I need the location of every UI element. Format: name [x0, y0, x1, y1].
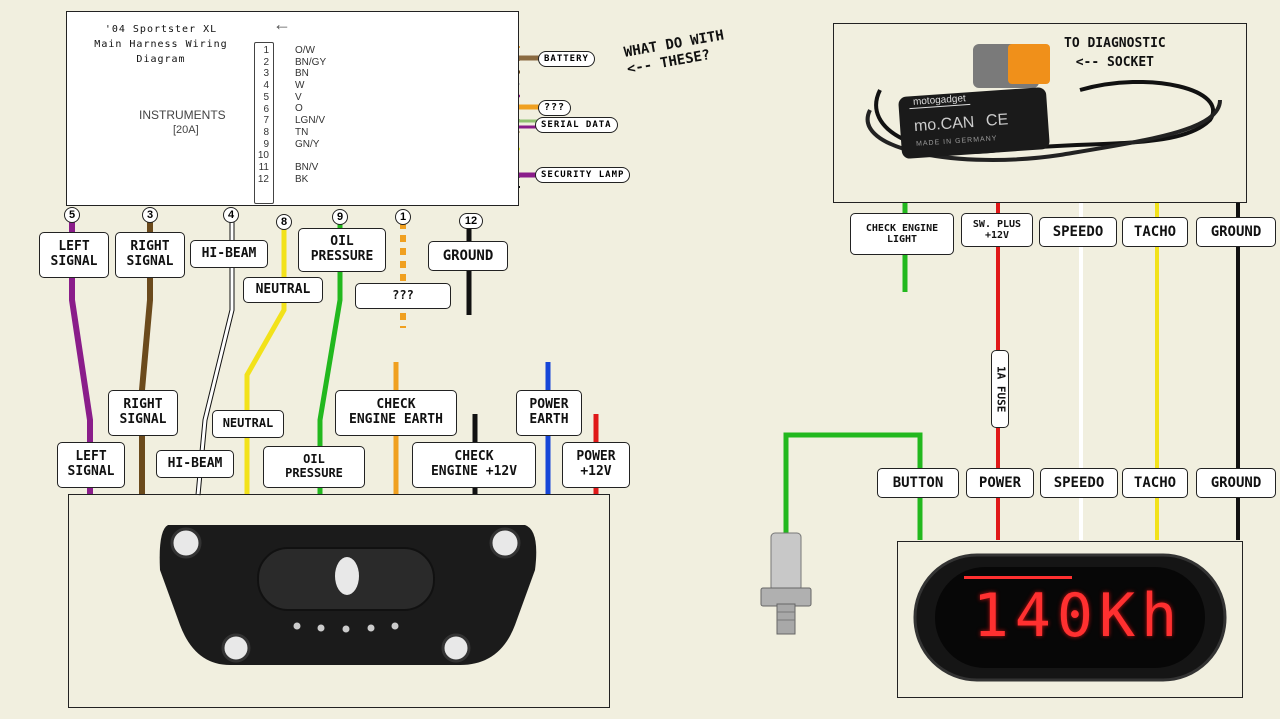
- pin-number: 1: [263, 45, 269, 56]
- mocan-model: mo.CAN: [913, 113, 975, 136]
- speedo-display-frame: 140Kh: [897, 541, 1243, 698]
- push-button-switch: [760, 532, 812, 635]
- harness-title-line1: '04 Sportster XL: [104, 24, 218, 35]
- power-display-label: POWER: [966, 468, 1034, 498]
- hi-beam-mount-label: HI-BEAM: [156, 450, 234, 478]
- wire-code: W: [295, 80, 305, 92]
- pin-number: 11: [258, 162, 269, 174]
- speedo-display-body: [913, 553, 1227, 682]
- speedo-display-label: SPEEDO: [1040, 468, 1118, 498]
- right-signal-harness-label: RIGHT SIGNAL: [115, 232, 185, 278]
- wire-code: BN/GY: [295, 56, 327, 68]
- harness-title: '04 Sportster XL Main Harness Wiring Dia…: [67, 22, 255, 67]
- wire-code: BK: [295, 173, 309, 185]
- left-signal-harness-label: LEFT SIGNAL: [39, 232, 109, 278]
- tacho-display-label: TACHO: [1122, 468, 1188, 498]
- ground-harness-label: GROUND: [428, 241, 508, 271]
- pin-number: 8: [263, 126, 269, 138]
- oil-pressure-mount-label: OIL PRESSURE: [263, 446, 365, 488]
- neutral-mount-label: NEUTRAL: [212, 410, 284, 438]
- pin-number-1: 1: [395, 209, 411, 225]
- check-engine-earth-label: CHECK ENGINE EARTH: [335, 390, 457, 436]
- serial-data-label: SERIAL DATA: [535, 117, 618, 133]
- wire-code: BN/V: [295, 161, 319, 173]
- left-signal-mount-label: LEFT SIGNAL: [57, 442, 125, 488]
- wire-code: BN: [295, 68, 309, 80]
- pin-number-4: 4: [223, 207, 239, 223]
- pin-number-12: 12: [459, 213, 483, 229]
- mocan-module: [865, 44, 1222, 162]
- pin-number-5: 5: [64, 207, 80, 223]
- fuse-label: 1A FUSE: [991, 350, 1009, 428]
- button-label: BUTTON: [877, 468, 959, 498]
- connector-block: [254, 42, 274, 204]
- unknown-output-label: ???: [538, 100, 572, 116]
- gauge-mount: [159, 525, 537, 665]
- pin-number: 2: [263, 56, 269, 68]
- hi-beam-harness-label: HI-BEAM: [190, 240, 268, 268]
- pin-number: 5: [263, 91, 269, 103]
- pin-number: 7: [263, 115, 269, 127]
- back-arrow-icon: ←: [273, 14, 291, 34]
- gauge-mount-frame: [68, 494, 610, 708]
- diagnostic-note: TO DIAGNOSTIC <-- SOCKET: [1064, 36, 1166, 70]
- wire-code: LGN/V: [295, 115, 326, 127]
- power-earth-label: POWER EARTH: [516, 390, 582, 436]
- wire-code: TN: [295, 126, 309, 138]
- wire-code: O: [295, 103, 303, 115]
- power-12v-label: POWER +12V: [562, 442, 630, 488]
- tacho-mocan-label: TACHO: [1122, 217, 1188, 247]
- battery-label: BATTERY: [538, 51, 595, 67]
- made-in-label: MADE IN GERMANY: [915, 135, 998, 148]
- pin-number-8: 8: [276, 214, 292, 230]
- check-engine-light-label: CHECK ENGINE LIGHT: [850, 213, 954, 255]
- pin-number: 6: [263, 103, 269, 115]
- ground-display-label: GROUND: [1196, 468, 1276, 498]
- wire-code: GN/Y: [295, 138, 320, 150]
- unknown-harness-label: ???: [355, 283, 451, 309]
- switched-plus-label: SW. PLUS +12V: [961, 213, 1033, 247]
- mocan-brand: motogadget: [908, 92, 971, 110]
- right-signal-mount-label: RIGHT SIGNAL: [108, 390, 178, 436]
- instruments-amp: [20A]: [173, 124, 199, 136]
- pin-number: 3: [263, 68, 269, 80]
- pin-number: 10: [257, 150, 269, 162]
- display-bar-indicator: [964, 576, 1072, 579]
- harness-title-line3: Diagram: [136, 54, 186, 65]
- oil-pressure-harness-label: OIL PRESSURE: [298, 228, 386, 272]
- pin-number-3: 3: [142, 207, 158, 223]
- check-engine-12v-label: CHECK ENGINE +12V: [412, 442, 536, 488]
- harness-diagram-box: '04 Sportster XL Main Harness Wiring Dia…: [66, 11, 519, 206]
- ground-mocan-label: GROUND: [1196, 217, 1276, 247]
- pin-number: 9: [263, 138, 269, 150]
- pin-number: 4: [263, 80, 269, 92]
- pin-number: 12: [257, 173, 269, 185]
- wire-code: O/W: [295, 45, 315, 56]
- neutral-harness-label: NEUTRAL: [243, 277, 323, 303]
- mocan-photo-frame: TO DIAGNOSTIC <-- SOCKET motogadget mo.C…: [833, 23, 1247, 203]
- instruments-label: INSTRUMENTS: [139, 108, 226, 122]
- security-lamp-label: SECURITY LAMP: [535, 167, 631, 183]
- wire-code: [295, 150, 326, 162]
- ce-mark: CE: [985, 111, 1009, 130]
- pin-number-9: 9: [332, 209, 348, 225]
- speedo-mocan-label: SPEEDO: [1039, 217, 1117, 247]
- harness-title-line2: Main Harness Wiring: [94, 39, 228, 50]
- wire-code: V: [295, 91, 302, 103]
- speedo-reading: 140Kh: [972, 581, 1184, 651]
